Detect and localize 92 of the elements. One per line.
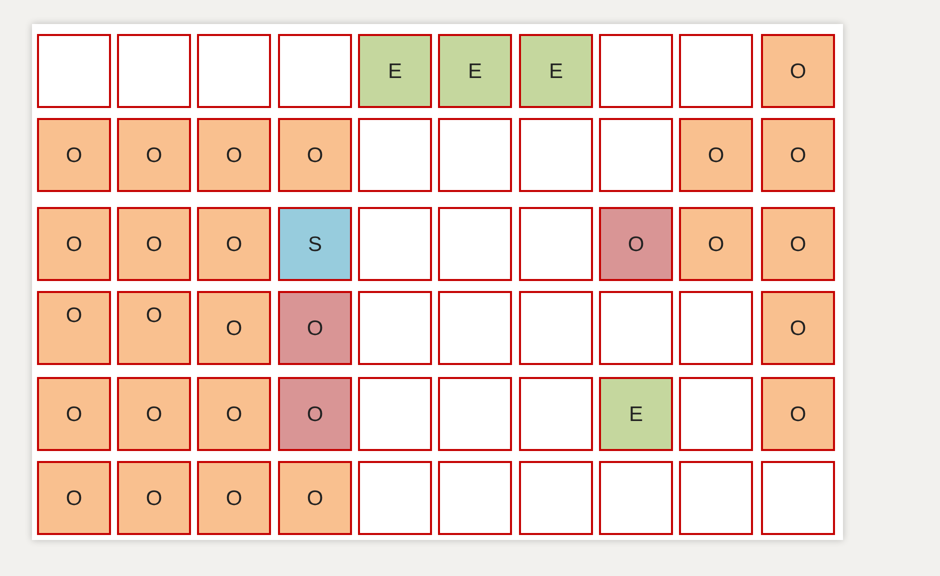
letter-label: E <box>468 60 482 82</box>
grid-square <box>197 377 271 451</box>
letter-label: O <box>226 318 242 338</box>
grid-square <box>438 291 512 365</box>
grid-square <box>679 34 753 108</box>
grid-square <box>761 291 835 365</box>
letter-label: O <box>66 144 82 166</box>
grid-square <box>37 377 111 451</box>
grid-square <box>37 291 111 365</box>
letter-label: O <box>790 234 806 254</box>
grid-square <box>117 377 191 451</box>
letter-label: O <box>146 404 162 424</box>
grid-square <box>599 377 673 451</box>
grid-square <box>761 34 835 108</box>
letter-label: O <box>790 404 806 424</box>
grid-square <box>37 207 111 281</box>
grid-square <box>37 34 111 108</box>
grid-square <box>197 34 271 108</box>
letter-label: O <box>306 488 324 508</box>
grid-square <box>519 207 593 281</box>
grid-square <box>519 461 593 535</box>
grid-square <box>761 207 835 281</box>
letter-label: O <box>226 488 242 508</box>
grid-square <box>438 34 512 108</box>
grid-square <box>438 461 512 535</box>
grid-square <box>117 461 191 535</box>
letter-label: O <box>226 234 242 254</box>
letter-label: O <box>708 144 724 166</box>
letter-label: O <box>306 144 324 166</box>
grid-square <box>117 207 191 281</box>
letter-label: O <box>708 234 724 254</box>
grid-square <box>679 377 753 451</box>
grid-square <box>679 291 753 365</box>
grid-square <box>519 118 593 192</box>
grid-square <box>358 207 432 281</box>
grid-square <box>278 207 352 281</box>
grid-square <box>519 377 593 451</box>
letter-label: O <box>628 234 644 254</box>
letter-label: O <box>66 488 82 508</box>
grid-square <box>599 118 673 192</box>
letter-label: O <box>226 404 242 424</box>
grid-square <box>679 118 753 192</box>
grid-square <box>761 118 835 192</box>
grid-square <box>278 461 352 535</box>
grid-square <box>599 291 673 365</box>
grid-square <box>37 461 111 535</box>
letter-label: O <box>66 304 82 326</box>
letter-label: E <box>388 60 402 82</box>
grid-square <box>358 118 432 192</box>
letter-label: O <box>146 488 162 508</box>
letter-label: O <box>146 304 162 326</box>
grid-square <box>358 461 432 535</box>
grid-square <box>197 118 271 192</box>
grid-square <box>197 291 271 365</box>
grid-square <box>679 207 753 281</box>
grid-square <box>519 34 593 108</box>
grid-square <box>358 291 432 365</box>
letter-label: O <box>146 144 162 166</box>
grid-square <box>117 291 191 365</box>
grid-square <box>599 34 673 108</box>
letter-label: O <box>66 404 82 424</box>
grid-square <box>358 34 432 108</box>
letter-label: O <box>146 234 162 254</box>
grid-square <box>358 377 432 451</box>
grid-square <box>278 377 352 451</box>
letter-label: O <box>306 404 324 424</box>
letter-label: O <box>790 144 806 166</box>
grid-square <box>37 118 111 192</box>
letter-label: O <box>306 318 324 338</box>
grid-square <box>117 34 191 108</box>
grid-square <box>599 207 673 281</box>
grid-square <box>278 34 352 108</box>
grid-square <box>761 461 835 535</box>
grid-square <box>519 291 593 365</box>
letter-label: E <box>548 60 563 82</box>
letter-label: O <box>790 318 806 338</box>
grid-square <box>679 461 753 535</box>
letter-label: O <box>66 234 82 254</box>
grid-square <box>197 207 271 281</box>
grid-square <box>438 118 512 192</box>
grid-square <box>438 207 512 281</box>
grid-square <box>278 118 352 192</box>
grid-square <box>599 461 673 535</box>
letter-label: S <box>308 234 322 254</box>
grid-square <box>117 118 191 192</box>
letter-label: O <box>226 144 242 166</box>
letter-label: E <box>628 404 643 424</box>
grid-square <box>761 377 835 451</box>
grid-square <box>278 291 352 365</box>
grid-square <box>438 377 512 451</box>
letter-label: O <box>790 60 806 82</box>
grid-square <box>197 461 271 535</box>
